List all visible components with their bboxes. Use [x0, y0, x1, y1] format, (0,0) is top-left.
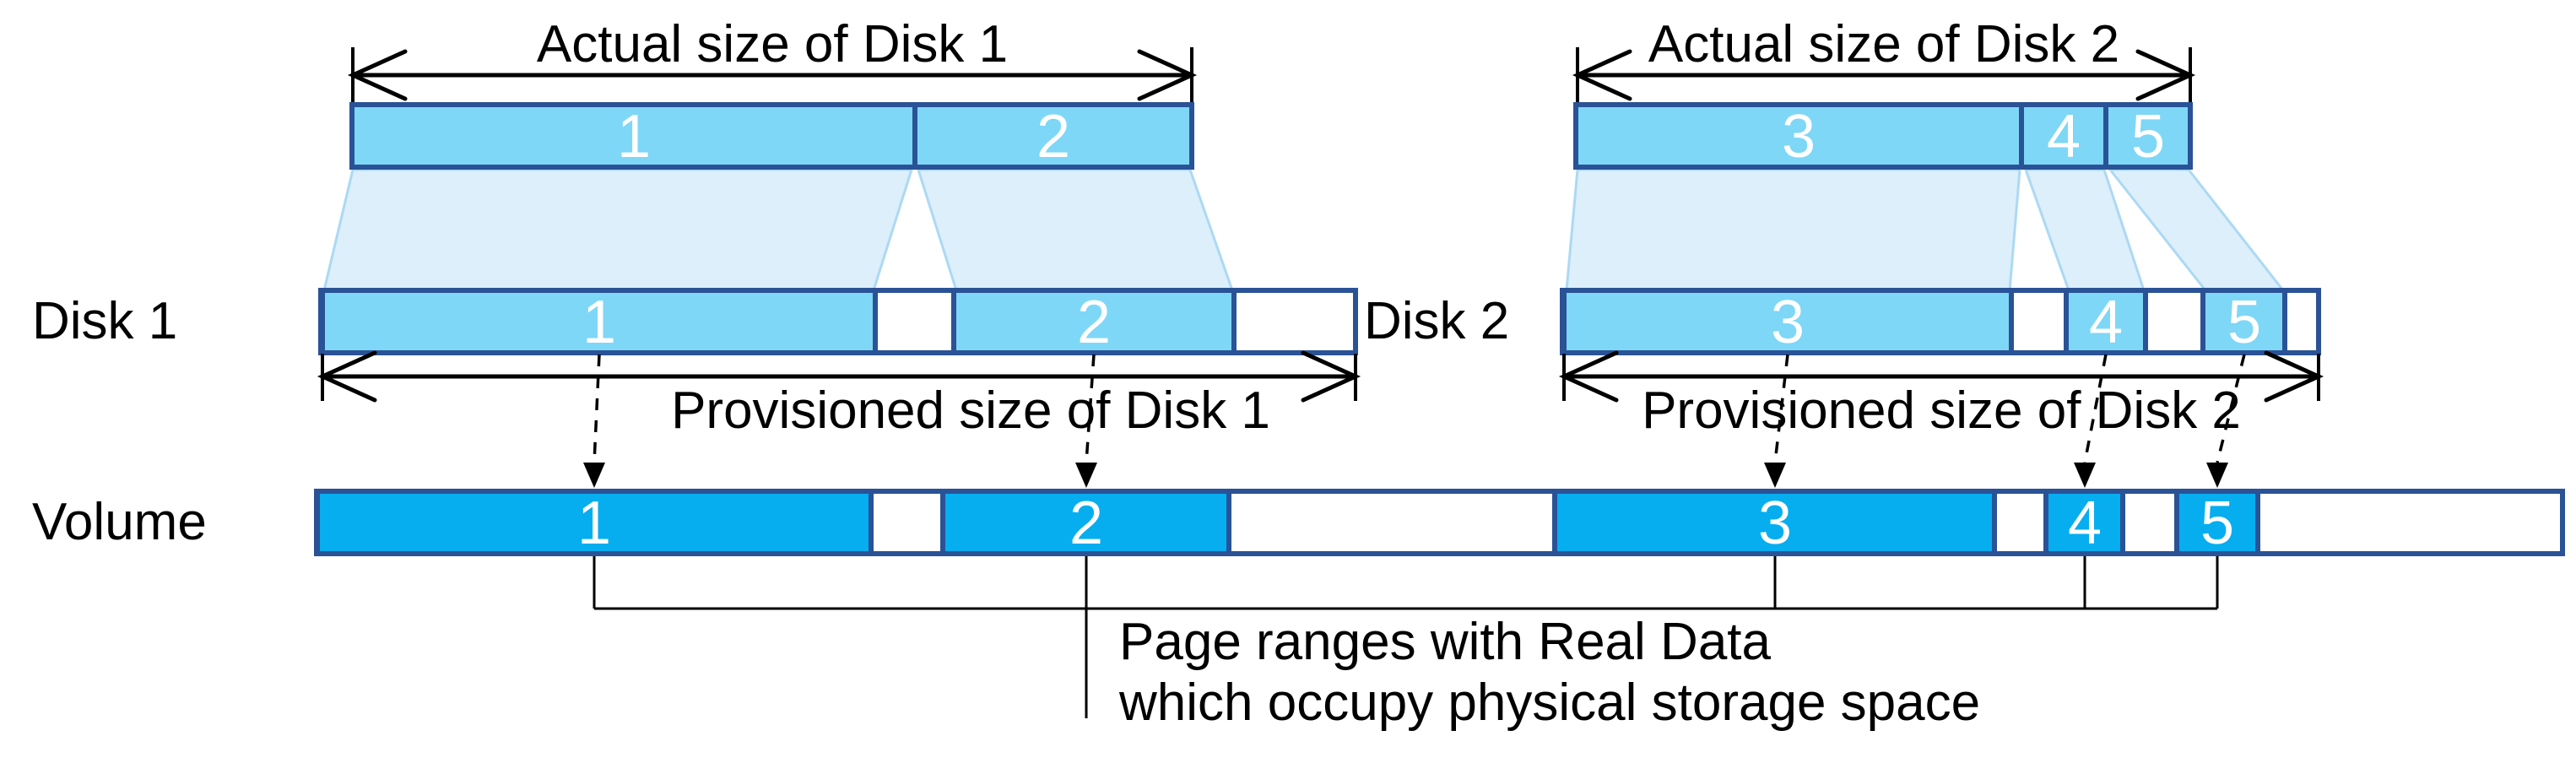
- segment-number: 2: [1077, 289, 1111, 356]
- note-line-2: which occupy physical storage space: [1119, 674, 1981, 732]
- segment-number: 1: [577, 490, 611, 557]
- disk2-provisioned-segment-5: [2200, 288, 2287, 355]
- disk1-actual-size-arrow: [347, 47, 1198, 105]
- note-bracket: [593, 556, 2219, 718]
- segment-number: 4: [2089, 289, 2123, 356]
- page-mapping-arrows: [583, 354, 2246, 488]
- note-line-1: Page ranges with Real Data: [1119, 613, 1772, 671]
- disk1-provisioned-size-arrow: [317, 350, 1361, 403]
- disk2-provisioned-size-arrow: [1558, 350, 2324, 403]
- disk1-provisioned-size-label: Provisioned size of Disk 1: [671, 382, 1270, 440]
- disk2-provisioned-segment-3: [1561, 288, 2014, 355]
- disk1-label: Disk 1: [32, 292, 178, 350]
- volume-segment-4: [2043, 489, 2125, 556]
- segment-number: 4: [2068, 490, 2102, 557]
- segment-number: 1: [582, 289, 616, 356]
- segment-number: 2: [1069, 490, 1103, 557]
- disk1-mapping-fans: [322, 168, 1235, 292]
- volume-segment-3: [1552, 489, 1997, 556]
- disk2-provisioned-bar: 3 4 5: [1560, 288, 2321, 356]
- segment-number: 2: [1036, 103, 1070, 170]
- disk2-actual-size-arrow: [1572, 47, 2196, 105]
- volume-bar: 1 2 3 4 5: [314, 489, 2565, 557]
- segment-number: 3: [1758, 490, 1792, 557]
- disk2-provisioned-size-label: Provisioned size of Disk 2: [1642, 382, 2241, 440]
- disk2-actual-bar: 3 4 5: [1573, 102, 2193, 170]
- map-fan-segment-2: [916, 168, 1235, 292]
- volume-segment-1: [315, 489, 874, 556]
- disk1-actual-size-label: Actual size of Disk 1: [536, 15, 1009, 73]
- disk1-actual-bar: 1 2: [349, 102, 1194, 170]
- disk2-actual-segment-3: [1573, 102, 2024, 170]
- volume-segment-5: [2174, 489, 2260, 556]
- segment-number: 5: [2200, 490, 2234, 557]
- map-fan-segment-1: [322, 168, 914, 292]
- disk2-provisioned-segment-4: [2064, 288, 2148, 355]
- disk1-provisioned-bar: 1 2: [318, 288, 1358, 356]
- volume-label: Volume: [32, 493, 207, 551]
- disk2-actual-segment-5: [2103, 102, 2193, 170]
- map-fan-segment-3: [1565, 168, 2021, 292]
- disk1-provisioned-segment-2: [951, 288, 1237, 355]
- segment-number: 4: [2047, 103, 2081, 170]
- disk2-actual-size-label: Actual size of Disk 2: [1648, 15, 2120, 73]
- segment-number: 3: [1771, 289, 1805, 356]
- volume-segment-2: [940, 489, 1231, 556]
- segment-number: 5: [2131, 103, 2165, 170]
- disk1-actual-segment-2: [912, 102, 1194, 170]
- disk2-mapping-fans: [1565, 168, 2286, 292]
- disk1-actual-segment-1: [349, 102, 917, 170]
- segment-number: 1: [617, 103, 651, 170]
- segment-number: 3: [1782, 103, 1816, 170]
- disk1-provisioned-segment-1: [320, 288, 878, 355]
- segment-number: 5: [2227, 289, 2261, 356]
- disk2-label: Disk 2: [1364, 292, 1510, 350]
